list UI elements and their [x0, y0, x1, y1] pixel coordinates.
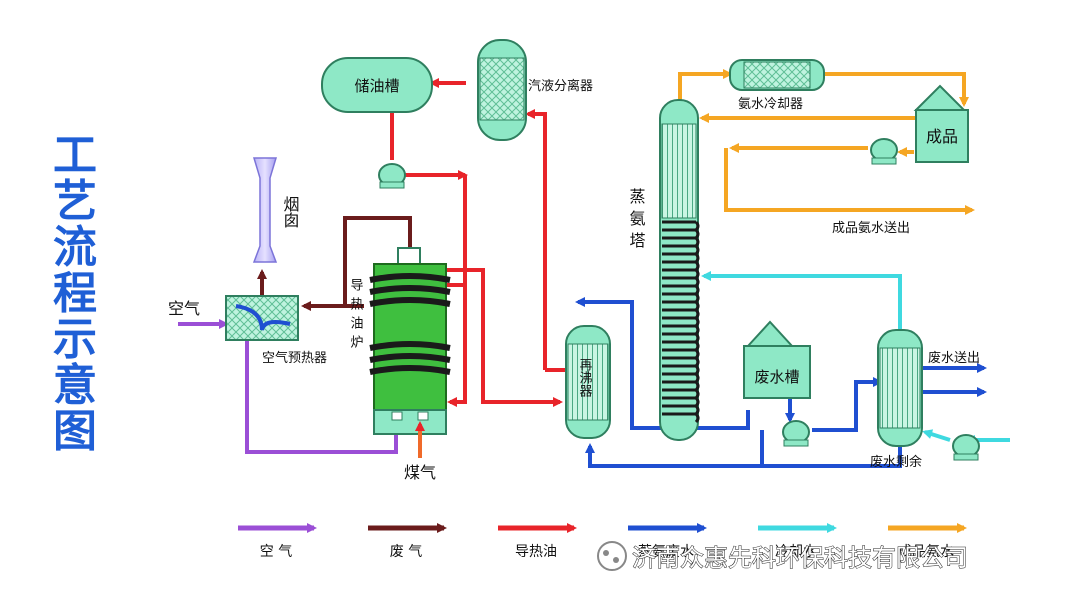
thermal-oil-furnace: 导热油炉	[348, 247, 451, 435]
waste-residual-label: 废水剩余	[870, 454, 922, 470]
legend-label: 蒸氨废水	[638, 544, 694, 560]
oil-tank-label: 储油槽	[354, 77, 399, 95]
waste-water-pipes	[575, 297, 987, 468]
watermark-text: 济南众惠先科环保科技有限公司	[632, 544, 968, 572]
furnace-label: 导热油炉	[348, 278, 364, 354]
oil-storage-tank: 储油槽	[321, 57, 433, 113]
chimney: 烟囱	[252, 157, 300, 263]
separator-label: 汽液分离器	[528, 78, 593, 94]
legend-label: 空 气	[260, 544, 292, 560]
oil-pump-icon	[378, 163, 406, 189]
air-inlet-label: 空气	[168, 299, 200, 318]
page-title: 工艺流程示意图	[53, 130, 97, 457]
air-preheater-label: 空气预热器	[262, 350, 327, 366]
product-label: 成品	[926, 127, 958, 146]
legend-label: 废 气	[390, 544, 422, 560]
legend-item: 成品氨水	[888, 523, 967, 560]
thermal-oil-pipes	[390, 78, 566, 407]
legend-item: 废 气	[368, 523, 447, 560]
legend-label: 冷却水	[775, 544, 817, 560]
ammonia-stripper-tower: 蒸氨塔	[627, 99, 700, 441]
legend: 空 气 废 气 导热油 蒸氨废水 冷却水 成品氨水	[238, 523, 967, 560]
flue-gas-pipes	[257, 216, 412, 311]
product-pump-icon	[870, 138, 898, 165]
watermark: 济南众惠先科环保科技有限公司	[597, 541, 969, 573]
product-tank: 成品	[913, 84, 969, 163]
reboiler: 再沸器	[565, 325, 611, 439]
air-inlet-text: 空气	[168, 299, 200, 318]
legend-item: 空 气	[238, 523, 317, 560]
air-pipes	[178, 319, 401, 454]
legend-item: 导热油	[498, 523, 577, 560]
cooling-pump-icon	[952, 434, 980, 461]
waste-tank-label: 废水槽	[754, 368, 799, 386]
reboiler-label: 再沸器	[577, 358, 593, 398]
stripper-label: 蒸氨塔	[627, 188, 646, 254]
gas-inlet-label: 煤气	[404, 463, 436, 482]
waste-pump-icon	[782, 420, 810, 447]
waste-water-tank: 废水槽	[743, 320, 811, 399]
gas-inlet: 煤气	[404, 421, 436, 482]
legend-label: 导热油	[515, 544, 557, 560]
page-title-text: 工艺流程示意图	[53, 130, 97, 457]
gas-liquid-separator: 汽液分离器	[477, 39, 593, 141]
legend-label: 成品氨水	[898, 544, 954, 560]
chimney-label: 烟囱	[281, 196, 300, 228]
product-out-label: 成品氨水送出	[832, 221, 910, 236]
legend-item: 蒸氨废水	[628, 523, 707, 560]
ammonia-pipes	[678, 69, 975, 215]
air-preheater: 空气预热器	[225, 295, 327, 366]
ammonia-cooler: 氨水冷却器	[729, 59, 825, 112]
legend-item: 冷却水	[758, 523, 837, 560]
waste-out-label: 废水送出	[928, 350, 980, 366]
ammonia-cooler-label: 氨水冷却器	[738, 97, 803, 112]
waste-water-cooler: 废水送出 废水剩余	[870, 329, 980, 470]
